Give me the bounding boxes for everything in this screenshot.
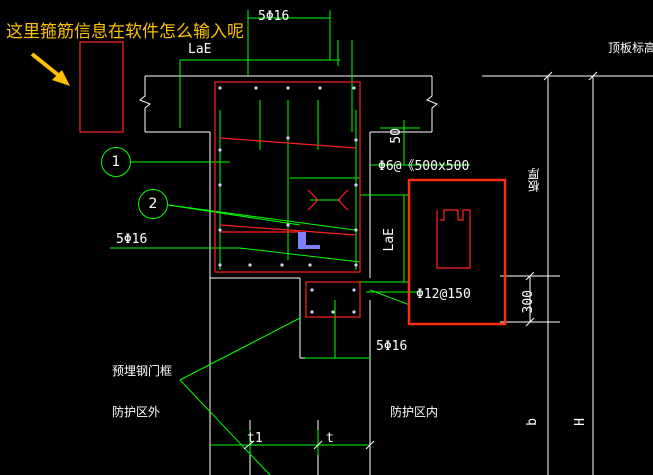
steel-frame-piece bbox=[298, 232, 320, 249]
bottom-rebar-label: 5Φ16 bbox=[376, 339, 408, 354]
embedded-frame-label: 预埋钢门框 bbox=[112, 364, 173, 378]
lae-side-label: LaE bbox=[382, 228, 397, 252]
dimension-lines bbox=[110, 10, 470, 475]
mid-rebar-label: 5Φ16 bbox=[116, 232, 148, 247]
dimension-ticks bbox=[243, 71, 598, 450]
dim-H-label: H bbox=[573, 418, 588, 426]
small-stirrup-label: Φ12@150 bbox=[416, 287, 471, 302]
lae-top-label: LaE bbox=[188, 42, 212, 57]
thickness-label: 板厚 bbox=[527, 168, 541, 192]
dim-t1-label: t1 bbox=[247, 431, 263, 446]
marker-2: 2 bbox=[138, 189, 168, 219]
dim-b-label: b bbox=[525, 418, 540, 426]
rebar-stirrups bbox=[79, 41, 471, 318]
rebar-dots bbox=[218, 86, 358, 314]
pointer-arrow-icon bbox=[30, 52, 70, 86]
question-annotation: 这里箍筋信息在软件怎么输入呢 bbox=[6, 22, 244, 42]
inside-zone-label: 防护区内 bbox=[390, 405, 439, 419]
dim-300-label: 300 bbox=[521, 290, 536, 314]
marker-1: 1 bbox=[101, 147, 131, 177]
dim-t-label: t bbox=[326, 431, 334, 446]
top-rebar-label: 5Φ16 bbox=[258, 9, 290, 24]
outside-zone-label: 防护区外 bbox=[112, 405, 161, 419]
highlight-frame bbox=[407, 178, 507, 326]
dim-50-label: 50 bbox=[389, 128, 404, 144]
roof-elevation-label: 顶板标高 bbox=[608, 41, 653, 55]
stirrup-spec-label: Φ6@《500x500 bbox=[378, 159, 470, 174]
